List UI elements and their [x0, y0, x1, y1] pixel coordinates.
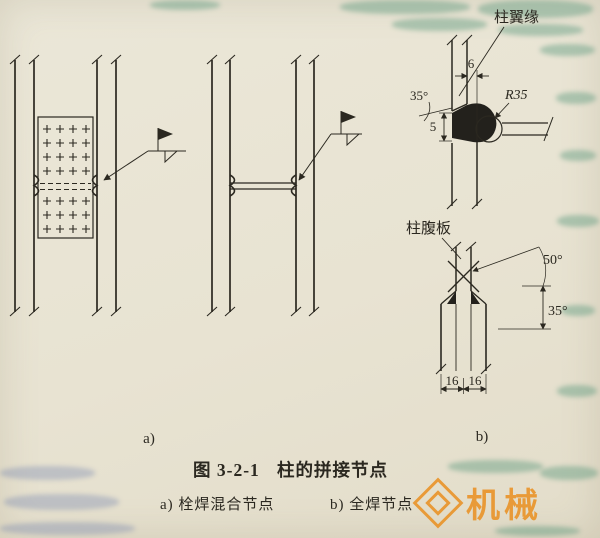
watermark-logo-icon: [412, 477, 464, 528]
break-marks: [206, 54, 320, 317]
butt-joint-lines: [40, 183, 91, 190]
field-weld-flag-icon: [341, 111, 356, 123]
web-weld-detail: [435, 237, 551, 394]
subcaption-b: b) 全焊节点: [330, 495, 413, 513]
dim-35deg: [418, 101, 453, 122]
bevel-angle-label: 35°: [410, 88, 428, 103]
web-width-right-label: 16: [469, 373, 483, 388]
dim-16-16: [440, 374, 487, 394]
weld-metal: [452, 103, 497, 143]
bevel-height-label: 5: [430, 119, 437, 134]
subfigure-b-marker: b): [476, 429, 489, 445]
dim-6: [455, 70, 489, 140]
gap-dim-label: 6: [468, 56, 475, 71]
butt-joint-lines: [230, 182, 296, 190]
flange-weld-detail: [418, 26, 554, 210]
flange-label: 柱翼缘: [494, 9, 539, 26]
weld-metal: [471, 291, 480, 304]
web-angle-upper-label: 50°: [543, 253, 563, 268]
break-marks: [435, 241, 492, 375]
figure-title: 柱的拼接节点: [277, 460, 388, 480]
figure-number: 图 3-2-1: [193, 460, 260, 480]
watermark-text: 机械: [466, 487, 542, 525]
web-width-left-label: 16: [446, 373, 460, 388]
radius-dim-label: R35: [504, 88, 528, 103]
web-angle-lower-label: 35°: [548, 304, 568, 319]
weld-symbol: [298, 111, 362, 181]
bolted-splice-diagram: [9, 54, 186, 317]
weld-marks: [32, 174, 99, 197]
x-weld-mark: [447, 260, 480, 293]
weld-metal: [447, 291, 456, 304]
web-label: 柱腹板: [406, 219, 451, 237]
subfigure-a-marker: a): [143, 431, 155, 447]
splice-plate: [37, 116, 94, 239]
dim-50deg: [472, 246, 547, 287]
break-marks: [9, 54, 122, 317]
bolt-marks: [43, 125, 90, 233]
field-weld-flag-icon: [158, 128, 173, 140]
welded-splice-diagram: [206, 54, 362, 317]
subcaption-a: a) 栓焊混合节点: [160, 496, 274, 513]
weld-marks: [228, 174, 298, 197]
weld-symbol: [103, 128, 186, 181]
dim-5: [439, 112, 452, 142]
radius-detail-circle: [475, 115, 503, 143]
dim-35deg-lower: [498, 285, 551, 330]
watermark: 机械: [412, 477, 542, 528]
